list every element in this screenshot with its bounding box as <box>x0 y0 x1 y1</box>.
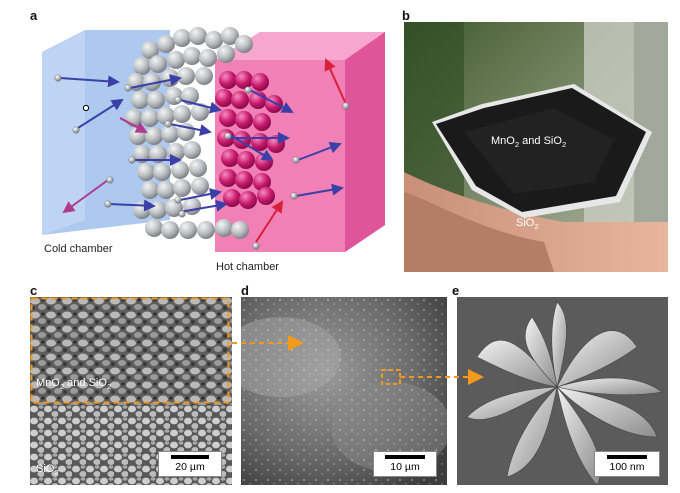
scale-label-e: 100 nm <box>609 461 645 473</box>
sem-label-mno2-sio2: MnO2 and SiO2 <box>36 377 112 392</box>
panel-e-sem: 100 nm <box>457 297 668 485</box>
sem-surface <box>241 297 447 485</box>
membrane-photo <box>404 22 668 272</box>
panel-a-schematic: Cold chamber Hot chamber <box>30 20 400 280</box>
nanoflower-petals <box>466 301 663 485</box>
sem-label-sio2: SiO2 <box>36 463 59 478</box>
panel-label-b: b <box>402 8 410 23</box>
red-arrows <box>255 58 346 243</box>
panel-label-d: d <box>241 283 249 298</box>
gas-molecules <box>54 74 350 250</box>
panel-c-sem: MnO2 and SiO2 SiO2 20 µm <box>30 297 232 485</box>
scale-bar-d: 10 µm <box>373 451 437 477</box>
mouse-cursor-dot <box>82 104 90 112</box>
blue-arrows <box>59 74 344 213</box>
hot-chamber-label: Hot chamber <box>216 261 279 273</box>
photo-label-mno2-sio2: MnO2 and SiO2 <box>491 135 567 150</box>
scale-bar-e: 100 nm <box>594 451 660 477</box>
highlight-box <box>30 297 230 404</box>
panel-label-e: e <box>452 283 460 298</box>
scale-label-d: 10 µm <box>390 461 420 473</box>
panel-label-a: a <box>30 8 38 23</box>
photo-label-sio2: SiO2 <box>516 217 539 232</box>
scale-bar-c: 20 µm <box>158 451 222 477</box>
chamber-schematic <box>42 27 385 252</box>
panel-d-sem: 10 µm <box>241 297 447 485</box>
panel-label-c: c <box>30 283 38 298</box>
panel-b-photo: MnO2 and SiO2 SiO2 <box>404 22 668 272</box>
scale-label-c: 20 µm <box>175 461 205 473</box>
purple-arrows <box>62 117 148 214</box>
cold-chamber-label: Cold chamber <box>44 243 113 255</box>
